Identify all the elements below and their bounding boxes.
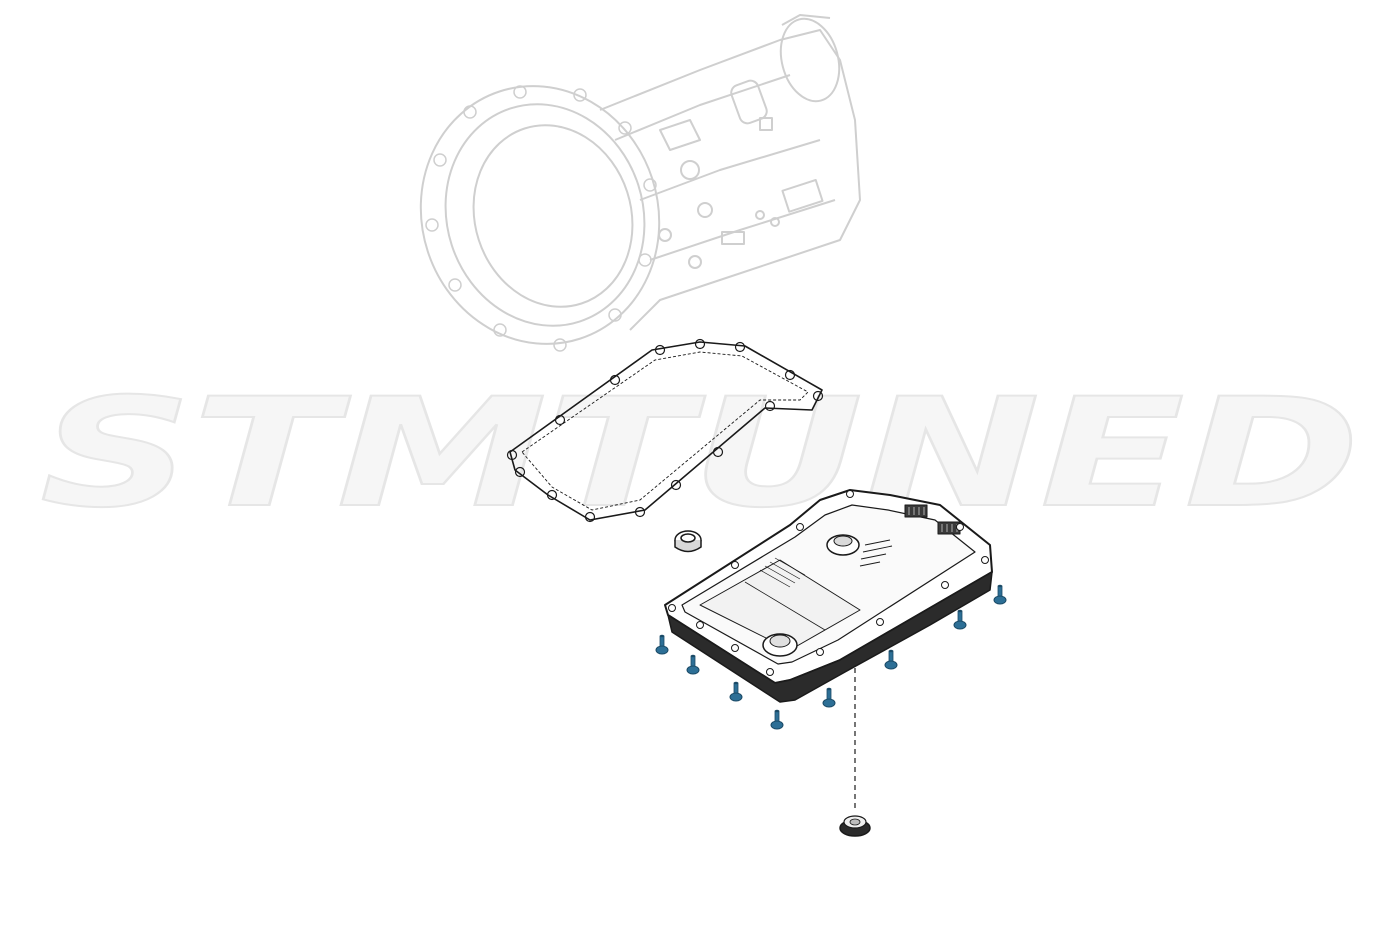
watermark: STMTUNED xyxy=(39,366,1361,542)
bolt-icon xyxy=(655,634,669,655)
bolt-icon xyxy=(729,681,743,702)
plug-icon xyxy=(674,530,702,553)
bolt-icon xyxy=(884,649,898,670)
bolt-icon xyxy=(770,709,784,730)
watermark-text: STMTUNED xyxy=(40,367,1360,541)
transmission-icon xyxy=(419,14,861,352)
pan-bolts xyxy=(655,584,1007,730)
oil-pan-icon xyxy=(664,489,993,703)
drain-plug-icon xyxy=(839,668,871,837)
bolt-icon xyxy=(953,609,967,630)
gasket-icon xyxy=(506,338,824,523)
bolt-icon xyxy=(993,584,1007,605)
bolt-icon xyxy=(822,687,836,708)
bolt-icon xyxy=(686,654,700,675)
